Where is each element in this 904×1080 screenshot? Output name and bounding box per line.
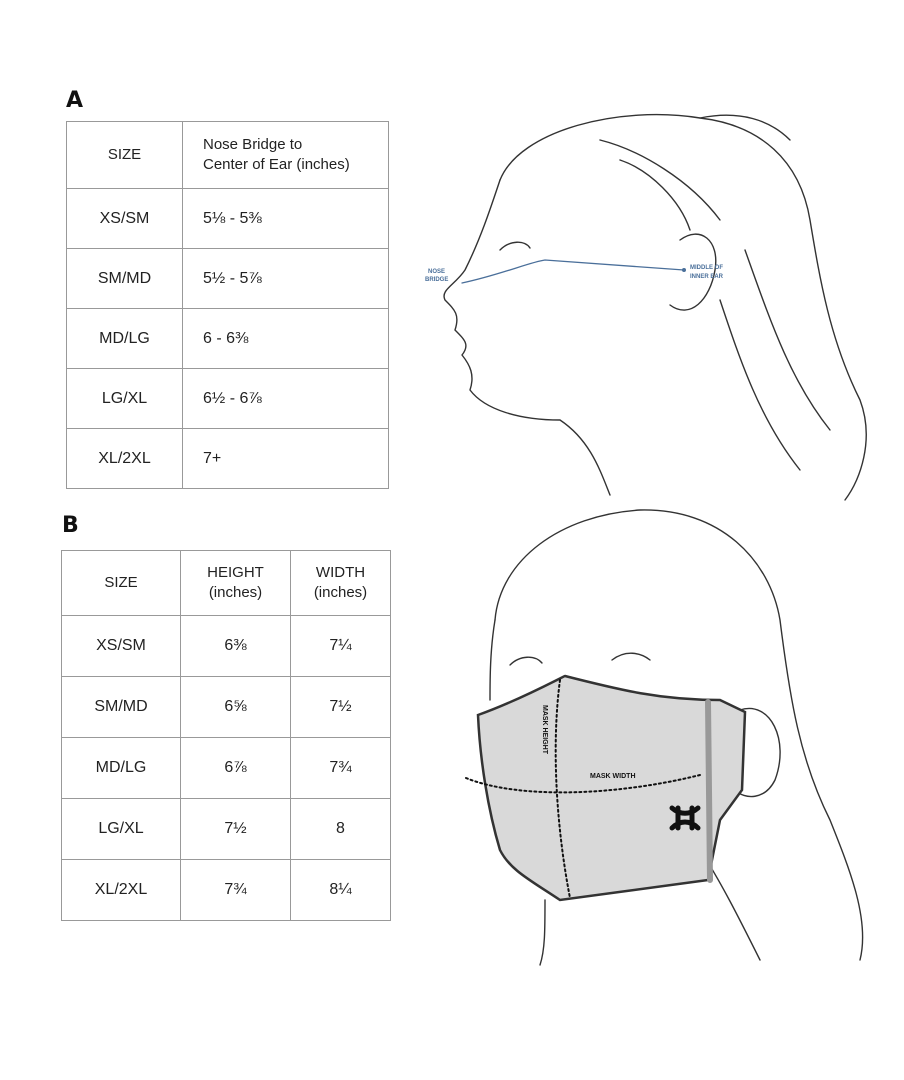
header-size: SIZE [66,121,183,189]
header-line: (inches) [313,584,368,601]
header-width: WIDTH (inches) [290,550,391,616]
header-line: Nose Bridge to [203,136,303,153]
mask-width-arrow [465,774,701,794]
header-nose-to-ear: Nose Bridge to Center of Ear (inches) [182,121,389,189]
size-cell: MD/LG [61,737,181,799]
ear-point-marker [682,268,686,272]
height-cell: 7½ [180,798,291,860]
size-cell: XS/SM [61,615,181,677]
size-cell: XL/2XL [61,859,181,921]
section-b-label: B [62,513,79,538]
mask-width-label: MASK WIDTH [590,773,636,780]
header-line: HEIGHT [207,564,264,581]
height-cell: 6⅜ [180,615,291,677]
header-line: (inches) [208,584,263,601]
brand-logo [669,805,701,831]
header-line: Center of Ear (inches) [203,156,350,173]
table-header-row: SIZE HEIGHT (inches) WIDTH (inches) [61,550,391,616]
size-cell: MD/LG [66,308,183,369]
size-cell: SM/MD [61,676,181,738]
mask-height-label: MASK HEIGHT [541,705,548,755]
header-size: SIZE [61,550,181,616]
section-a-label: A [66,88,84,113]
measure-cell: 7+ [182,428,389,489]
face-mask-shape [476,674,747,902]
size-cell: SM/MD [66,248,183,309]
inner-ear-label: MIDDLE OF [690,265,723,271]
measure-cell: 5½ - 5⅞ [182,248,389,309]
header-line: WIDTH [315,564,366,581]
measure-cell: 6 - 6⅜ [182,308,389,369]
nose-bridge-label: NOSE [428,269,445,275]
nose-bridge-label: BRIDGE [425,277,448,283]
head-profile-illustration [443,113,867,501]
size-cell: XS/SM [66,188,183,249]
measure-cell: 5⅛ - 5⅜ [182,188,389,249]
width-cell: 7¼ [290,615,391,677]
inner-ear-label: INNER EAR [690,274,724,280]
table-header-row: SIZE Nose Bridge to Center of Ear (inche… [66,121,389,189]
width-cell: 8¼ [290,859,391,921]
mask-height-arrow [554,679,571,899]
nose-to-ear-measurement-line [461,259,685,284]
measure-cell: 6½ - 6⅞ [182,368,389,429]
nose-to-ear-size-table: SIZE Nose Bridge to Center of Ear (inche… [66,121,389,489]
size-cell: XL/2XL [66,428,183,489]
masked-face-illustration [489,509,864,966]
